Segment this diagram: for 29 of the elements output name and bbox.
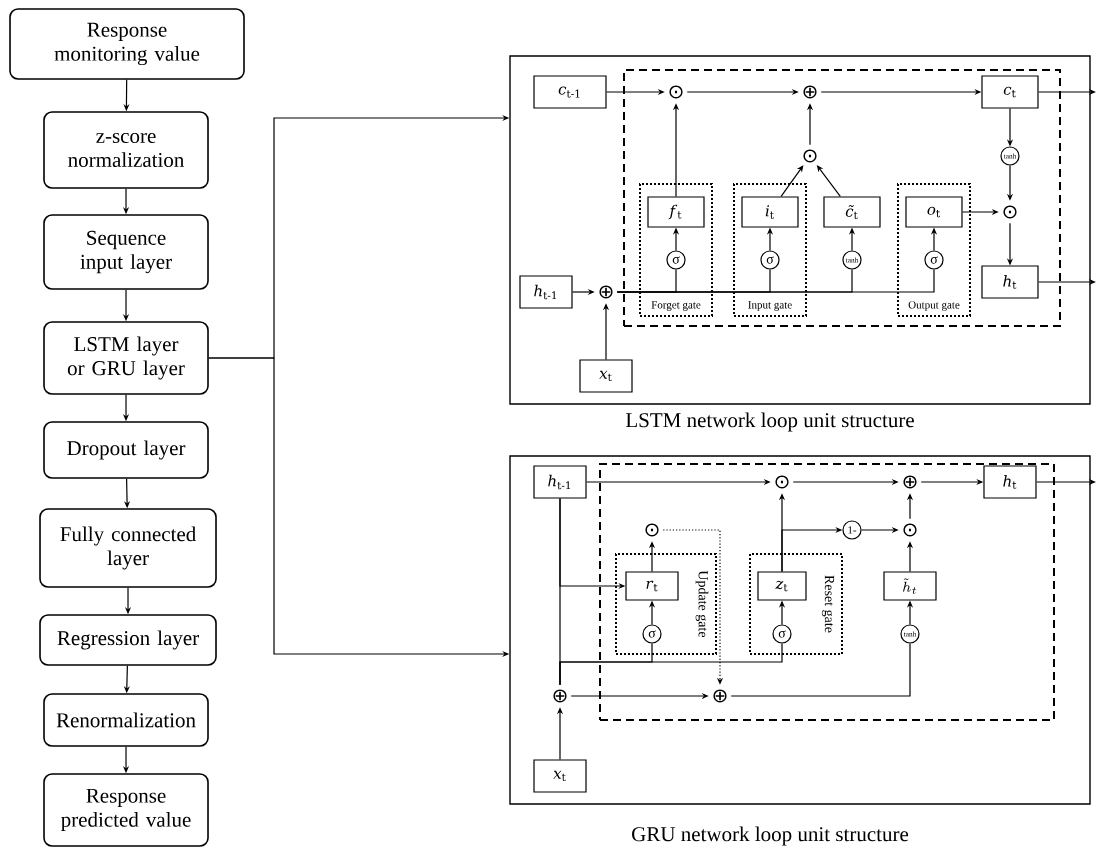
process-box: Sequence input layer — [43, 214, 209, 290]
connector-line — [730, 643, 911, 697]
operator-symbol: ⊙ — [645, 523, 659, 537]
operator-symbol: ⊕ — [553, 689, 567, 703]
operator-symbol: ⊙ — [1003, 205, 1017, 219]
panel-label: LSTM network loop unit structure — [625, 412, 914, 432]
process-box: LSTM layer or GRU layer — [43, 321, 209, 395]
process-box: Regression layer — [39, 614, 217, 666]
operator-symbol: ⊕ — [599, 285, 613, 299]
operator-symbol: ⊙ — [903, 523, 917, 537]
dashed-boundary — [599, 463, 1055, 721]
dashed-boundary — [623, 69, 1061, 327]
process-box: z-score normalization — [43, 111, 209, 189]
arrow — [780, 165, 804, 197]
connector-line — [616, 269, 935, 293]
connector-line — [559, 643, 783, 686]
process-box: Response monitoring value — [9, 8, 245, 80]
process-box: Response predicted value — [43, 773, 209, 847]
process-box: Renormalization — [43, 693, 209, 747]
operator-symbol: ⊕ — [903, 475, 917, 489]
operator-symbol: ⊙ — [669, 85, 683, 99]
operator-symbol: ⊕ — [803, 85, 817, 99]
operator-symbol: ⊕ — [713, 689, 727, 703]
panel-label: GRU network loop unit structure — [632, 826, 909, 846]
process-box: Fully connected layer — [39, 508, 217, 588]
vector-box: $\tilde{h}_{t}$ — [883, 571, 937, 601]
process-box: Dropout layer — [43, 421, 209, 479]
operator-symbol: ⊙ — [775, 475, 789, 489]
operator-symbol: ⊙ — [803, 149, 817, 163]
